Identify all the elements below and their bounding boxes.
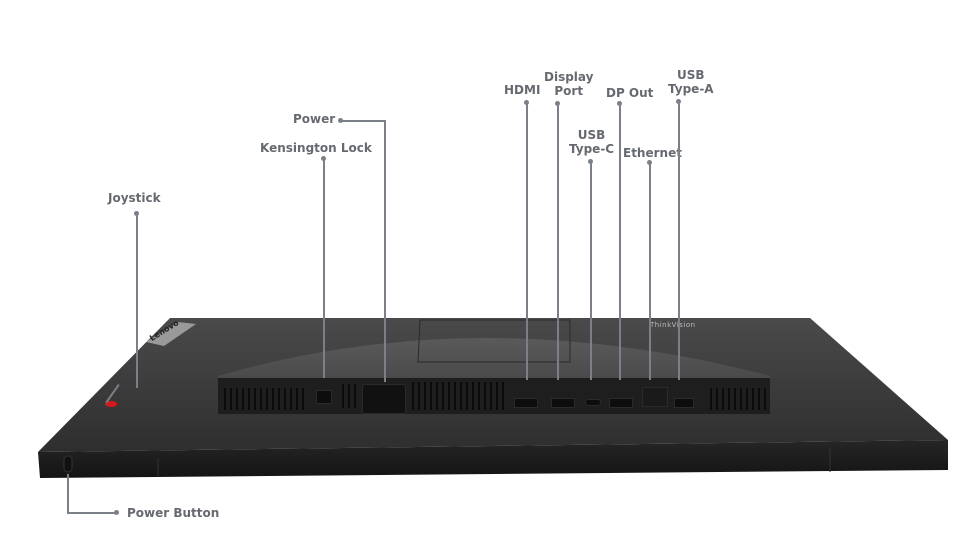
ethernet-label: Ethernet: [623, 146, 682, 160]
dp-out-port: [609, 398, 633, 408]
vent-right: [710, 388, 766, 410]
power-button-leader-v: [67, 474, 69, 514]
power-inlet: [362, 384, 406, 414]
kensington-lock-label: Kensington Lock: [260, 141, 372, 155]
usb-type-c-label-line2: Type-C: [569, 142, 615, 156]
power-button-label: Power Button: [127, 506, 220, 520]
dp-out-label: DP Out: [606, 86, 654, 100]
usb-type-a-label: USB Type-A: [668, 68, 714, 96]
power-leader-v: [384, 120, 386, 382]
usb-type-a-label-line2: Type-A: [668, 82, 714, 96]
power-leader-h: [340, 120, 385, 122]
power-label: Power: [293, 112, 336, 126]
displayport-leader-line: [557, 103, 559, 380]
usb-type-c-label-line1: USB: [577, 128, 606, 142]
displayport-port: [551, 398, 575, 408]
vent-mid-1: [342, 384, 356, 408]
usb-type-a-port: [674, 398, 694, 408]
hdmi-leader-line: [526, 102, 528, 380]
power-button-leader-h: [67, 512, 117, 514]
hdmi-port: [514, 398, 538, 408]
kensington-lock-slot: [316, 390, 332, 404]
power-button-leader-dot: [114, 510, 119, 515]
dp-out-leader-line: [619, 103, 621, 380]
vent-left: [224, 388, 304, 410]
usb-type-c-leader-line: [590, 161, 592, 380]
vent-mid-2: [412, 382, 504, 410]
ethernet-port: [642, 387, 668, 407]
thinkvision-badge: ThinkVision: [650, 321, 696, 329]
usb-type-a-leader-line: [678, 101, 680, 380]
displayport-label: Display Port: [544, 70, 593, 98]
hdmi-label: HDMI: [504, 83, 541, 97]
joystick-icon: [105, 401, 117, 407]
usb-type-c-label: USB Type-C: [569, 128, 614, 156]
ethernet-leader-line: [649, 162, 651, 380]
kensington-leader-line: [323, 158, 325, 378]
joystick-leader-line: [136, 213, 138, 388]
displayport-label-line2: Port: [554, 84, 584, 98]
joystick-label: Joystick: [108, 191, 161, 205]
usb-type-c-port: [585, 399, 601, 406]
displayport-label-line1: Display: [544, 70, 594, 84]
usb-type-a-label-line1: USB: [677, 68, 705, 82]
